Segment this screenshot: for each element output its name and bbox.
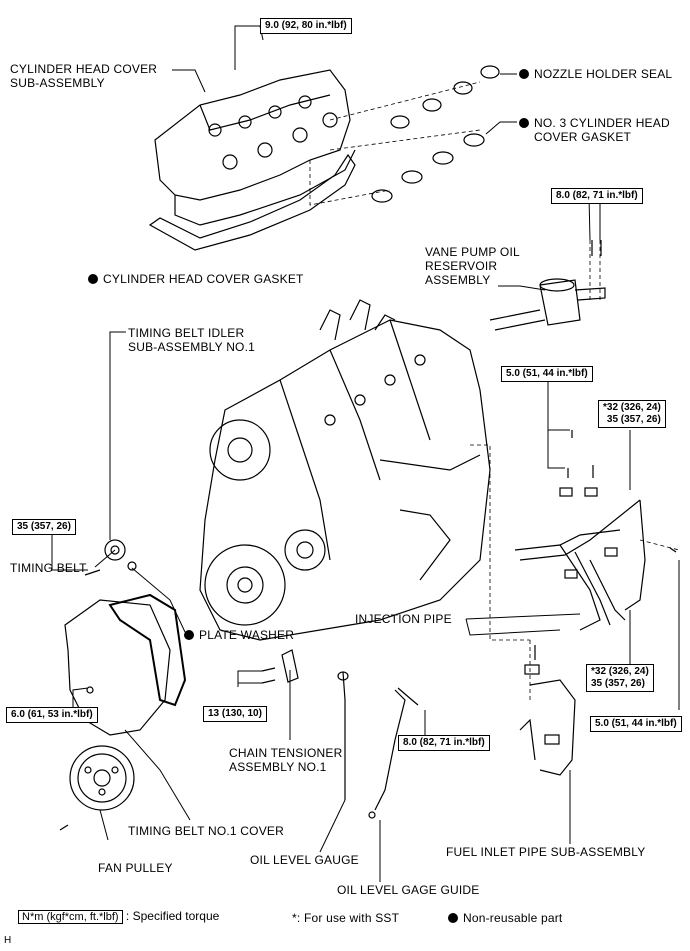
oil-level-gage-guide: [368, 687, 419, 819]
label-line: TIMING BELT IDLER: [128, 326, 245, 340]
label-line: ASSEMBLY: [425, 273, 491, 287]
label-idler: TIMING BELT IDLER SUB-ASSEMBLY NO.1: [128, 326, 255, 354]
label-cylinder-head-cover: CYLINDER HEAD COVER SUB-ASSEMBLY: [10, 62, 157, 90]
timing-belt: [108, 593, 187, 707]
torque-line: 35 (357, 26): [606, 414, 661, 425]
nozzle-seals: [371, 65, 500, 203]
torque-gage-guide-bolt: 8.0 (82, 71 in.*lbf): [398, 735, 490, 751]
torque-head-cover-bolt: 9.0 (92, 80 in.*lbf): [260, 18, 352, 34]
nonreusable-dot-icon: [184, 630, 194, 640]
label-text: COVER GASKET: [534, 130, 632, 144]
cover-gasket: [148, 153, 356, 251]
legend-nonreusable: Non-reusable part: [448, 911, 562, 925]
label-vane-pump: VANE PUMP OIL RESERVOIR ASSEMBLY: [425, 245, 520, 287]
legend-sst-note: *: For use with SST: [292, 911, 400, 925]
torque-vane-pump-bolt: 8.0 (82, 71 in.*lbf): [551, 188, 643, 204]
label-line: CYLINDER HEAD COVER: [10, 62, 158, 76]
nonreusable-dot-icon: [88, 274, 98, 284]
label-injection-pipe: INJECTION PIPE: [355, 612, 452, 626]
torque-clamp-bolt: 5.0 (51, 44 in.*lbf): [501, 366, 593, 382]
oil-level-gauge: [337, 671, 349, 800]
torque-pipe-nut-top: *32 (326, 24) 35 (357, 26): [598, 400, 666, 428]
torque-pipe-nut-bottom: *32 (326, 24) 35 (357, 26): [586, 664, 654, 692]
label-oil-level-gage-guide: OIL LEVEL GAGE GUIDE: [337, 883, 480, 897]
label-text: NOZZLE HOLDER SEAL: [534, 67, 673, 81]
label-line: RESERVOIR: [425, 259, 498, 273]
nonreusable-dot-icon: [519, 69, 529, 79]
legend-unit-box: N*m (kgf*cm, ft.*lbf): [18, 910, 123, 924]
label-text: PLATE WASHER: [199, 628, 295, 642]
timing-belt-cover: [64, 599, 171, 736]
label-timing-belt: TIMING BELT: [10, 561, 87, 575]
label-nozzle-holder-seal: NOZZLE HOLDER SEAL: [519, 67, 672, 81]
vane-pump-reservoir: [489, 240, 606, 331]
nonreusable-dot-icon: [519, 118, 529, 128]
leader-lines: [51, 25, 680, 882]
torque-line: *32 (326, 24): [591, 666, 649, 677]
torque-idler-bolt: 35 (357, 26): [12, 519, 76, 535]
label-timing-belt-cover: TIMING BELT NO.1 COVER: [128, 824, 284, 838]
timing-belt-idler: [84, 539, 137, 576]
fan-pulley: [59, 745, 135, 831]
label-fan-pulley: FAN PULLEY: [98, 861, 173, 875]
label-line: ASSEMBLY NO.1: [229, 760, 327, 774]
label-line: CHAIN TENSIONER: [229, 746, 343, 760]
torque-tensioner-bolt: 13 (130, 10): [203, 706, 267, 722]
nonreusable-dot-icon: [448, 913, 458, 923]
torque-clamp-bolt-lower: 5.0 (51, 44 in.*lbf): [590, 716, 682, 732]
torque-line: *32 (326, 24): [603, 402, 661, 413]
label-oil-level-gauge: OIL LEVEL GAUGE: [250, 853, 359, 867]
legend-unit-desc: : Specified torque: [125, 909, 220, 923]
dashed-guides: [309, 81, 680, 700]
engine-block: [199, 299, 491, 641]
label-text: CYLINDER HEAD COVER GASKET: [103, 272, 304, 286]
label-cover-gasket: CYLINDER HEAD COVER GASKET: [88, 272, 304, 286]
label-line: SUB-ASSEMBLY: [10, 76, 105, 90]
label-line: VANE PUMP OIL: [425, 245, 520, 259]
torque-belt-cover-bolt: 6.0 (61, 53 in.*lbf): [6, 707, 98, 723]
cylinder-head-cover: [154, 69, 356, 226]
chain-tensioner: [261, 649, 299, 684]
fuel-inlet-pipe: [519, 645, 576, 776]
label-line: SUB-ASSEMBLY NO.1: [128, 340, 255, 354]
legend: N*m (kgf*cm, ft.*lbf) : Specified torque: [18, 909, 220, 924]
label-no3-gasket: NO. 3 CYLINDER HEAD COVER GASKET: [519, 116, 670, 144]
torque-line: 35 (357, 26): [591, 678, 645, 689]
label-fuel-inlet-pipe: FUEL INLET PIPE SUB-ASSEMBLY: [446, 845, 646, 859]
injection-pipes: [514, 430, 677, 631]
label-chain-tensioner: CHAIN TENSIONER ASSEMBLY NO.1: [229, 746, 342, 774]
corner-code: H: [4, 935, 12, 946]
legend-text: Non-reusable part: [463, 911, 563, 925]
label-plate-washer: PLATE WASHER: [184, 628, 294, 642]
label-text: NO. 3 CYLINDER HEAD: [534, 116, 670, 130]
